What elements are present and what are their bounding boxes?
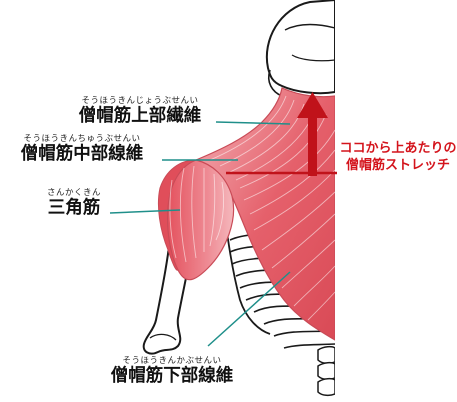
- deltoid-muscle-front: [157, 159, 197, 271]
- reading-trapezius-lower: そうほうきんかぶせんい: [122, 356, 222, 366]
- skull: [265, 0, 335, 95]
- reading-trapezius-upper: そうほうきんじょうぶせんい: [81, 96, 199, 106]
- rib: [283, 343, 335, 349]
- vertebra: [317, 361, 335, 381]
- leader-line-lower: [207, 271, 291, 347]
- reading-trapezius-middle: そうほうきんちゅうぶせんい: [23, 134, 141, 144]
- deltoid-muscle: [166, 159, 235, 281]
- name-trapezius-lower: 僧帽筋下部線維: [110, 366, 234, 386]
- name-deltoid: 三角筋: [47, 198, 101, 218]
- label-deltoid: さんかくきん 三角筋: [36, 188, 112, 219]
- skull-suture: [284, 23, 335, 31]
- deltoid-fibers: [169, 165, 225, 263]
- name-trapezius-middle: 僧帽筋中部線維: [20, 144, 144, 164]
- name-trapezius-upper: 僧帽筋上部繊維: [78, 106, 202, 126]
- skull-suture: [291, 54, 335, 62]
- label-trapezius-lower: そうほうきんかぶせんい 僧帽筋下部線維: [92, 356, 252, 387]
- callout-line-1: ココから上あたりの: [339, 141, 457, 156]
- vertebra: [317, 345, 335, 365]
- stretch-callout: ココから上あたりの 僧帽筋ストレッチ: [338, 140, 457, 174]
- vertebra: [317, 377, 335, 397]
- label-trapezius-upper: そうほうきんじょうぶせんい 僧帽筋上部繊維: [60, 96, 220, 127]
- trapezius-fibers: [209, 95, 335, 321]
- callout-line-2: 僧帽筋ストレッチ: [345, 158, 450, 173]
- stretch-arrow: [297, 92, 328, 176]
- leader-line-upper: [215, 121, 291, 125]
- reading-deltoid: さんかくきん: [46, 188, 101, 198]
- leader-line-deltoid: [109, 209, 181, 214]
- elbow-joint: [149, 333, 177, 341]
- label-trapezius-middle: そうほうきんちゅうぶせんい 僧帽筋中部線維: [2, 134, 162, 165]
